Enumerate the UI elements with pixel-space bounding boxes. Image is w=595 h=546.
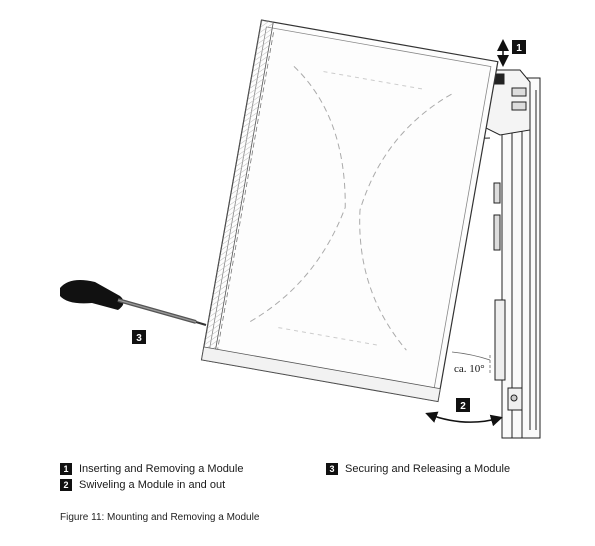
legend-text: Inserting and Removing a Module: [79, 463, 244, 476]
legend-item-1: 1 Inserting and Removing a Module: [60, 463, 244, 476]
module-board: [200, 19, 499, 403]
legend-item-2: 2 Swiveling a Module in and out: [60, 479, 226, 492]
module-mounting-illustration: ca. 10° 1 2 3: [60, 19, 541, 439]
legend-number-badge: 1: [60, 463, 72, 476]
figure-caption: Figure 11: Mounting and Removing a Modul…: [60, 512, 260, 523]
legend-number-badge: 3: [326, 463, 338, 476]
callout-2: 2: [456, 398, 470, 412]
angle-indicator: [451, 351, 491, 375]
legend-item-3: 3 Securing and Releasing a Module: [326, 463, 511, 476]
svg-text:2: 2: [460, 401, 466, 412]
legend-number-badge: 2: [60, 479, 72, 492]
legend-text: Securing and Releasing a Module: [345, 463, 511, 476]
angle-label: ca. 10°: [454, 363, 485, 375]
swivel-arrow: [425, 411, 503, 427]
screwdriver: [60, 280, 207, 326]
callout-1: 1: [512, 40, 526, 54]
legend-text: Swiveling a Module in and out: [79, 479, 226, 492]
callout-3: 3: [132, 330, 146, 344]
svg-text:1: 1: [516, 43, 522, 54]
mounting-rail: [493, 77, 541, 439]
svg-text:3: 3: [136, 333, 142, 344]
